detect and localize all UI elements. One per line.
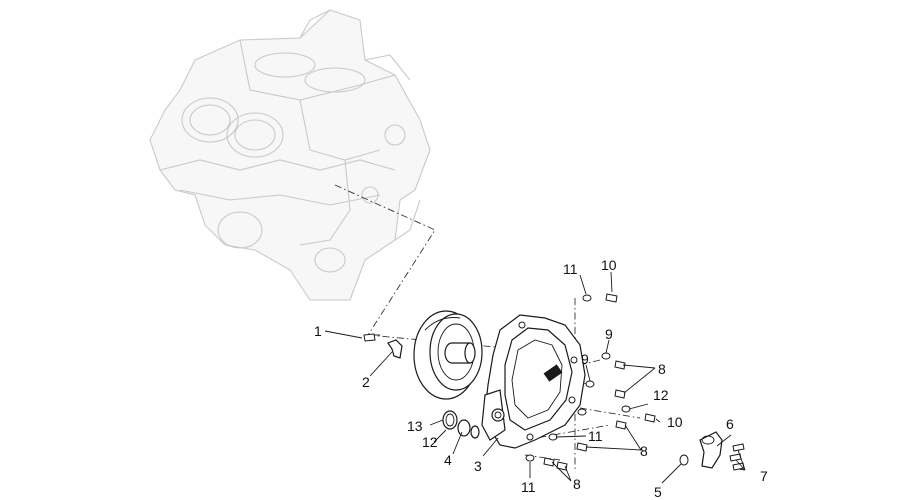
callout-12-left: 12: [422, 434, 438, 450]
callout-13: 13: [407, 418, 423, 434]
callout-11-upper: 11: [563, 261, 578, 277]
callout-11-middle: 11: [588, 428, 603, 444]
callout-1: 1: [314, 323, 322, 339]
callout-4: 4: [444, 452, 452, 468]
callout-8-lower: 8: [573, 476, 581, 492]
part-2-bracket: [387, 339, 403, 359]
generator-cover: [481, 314, 586, 449]
callout-2: 2: [362, 374, 370, 390]
callout-10-upper: 10: [601, 257, 617, 273]
part-5-o-ring: [679, 454, 689, 466]
callout-12-right: 12: [653, 387, 669, 403]
engine-crankcase-ghost: [149, 9, 431, 301]
callout-11-lower: 11: [521, 479, 536, 495]
brand-logo-plate: [543, 364, 563, 382]
callout-6: 6: [726, 416, 734, 432]
seal-rings: [442, 410, 480, 439]
callout-labels: 1 2 3 4 5 6 7 8 8 8 9 9 10 10 11 11 11 1…: [314, 257, 768, 500]
callout-7: 7: [760, 468, 768, 484]
callout-3: 3: [474, 458, 482, 474]
callout-8-upper: 8: [658, 361, 666, 377]
callout-5: 5: [654, 484, 662, 500]
bolts-washers: [525, 293, 656, 471]
callout-9-upper: 9: [605, 326, 613, 342]
flywheel-rotor: [413, 310, 483, 400]
leader-lines: [324, 271, 746, 484]
part-6-elbow-fitting: [699, 431, 723, 469]
callout-10-lower: 10: [667, 414, 683, 430]
callout-8-middle: 8: [640, 443, 648, 459]
part-1-screw: [363, 333, 380, 342]
callout-9-lower: 9: [581, 351, 589, 367]
